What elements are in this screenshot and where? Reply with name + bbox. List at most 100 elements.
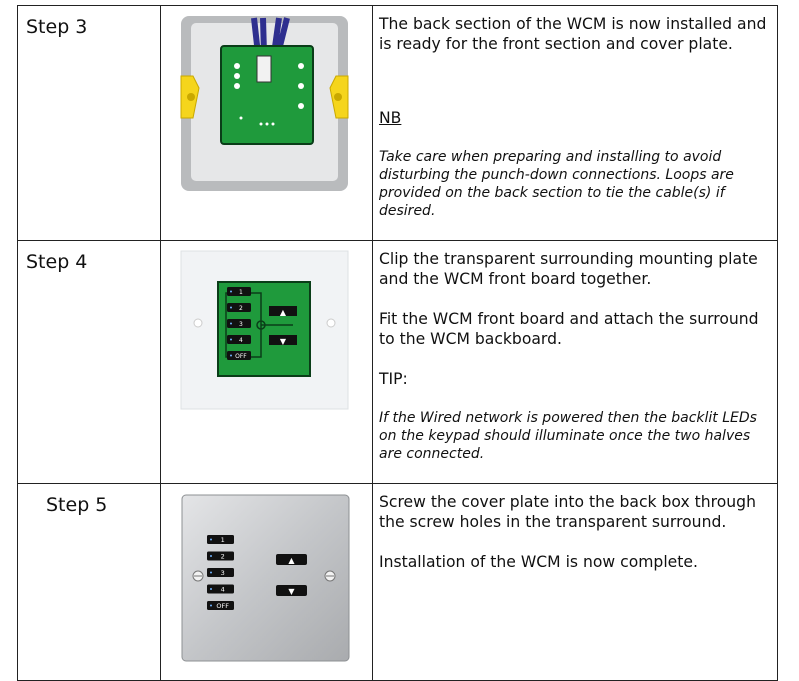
keypad-key: 1 — [227, 287, 251, 296]
step-4-label-cell: Step 4 — [17, 240, 161, 484]
keypad-key-label: 3 — [239, 321, 243, 328]
keypad-key-label: 4 — [239, 337, 243, 344]
pcb-pad — [259, 122, 263, 126]
arrow-up-icon: ▲ — [288, 556, 295, 565]
installation-steps-table: Step 3 — [17, 5, 778, 681]
step-instruction: Clip the transparent surrounding mountin… — [379, 250, 758, 288]
cover-down-key: ▼ — [276, 585, 307, 596]
cover-plate — [181, 494, 350, 662]
pcb-pad — [234, 73, 240, 79]
keypad-key: 1 — [207, 535, 234, 544]
pcb-pad — [271, 122, 275, 126]
front-down-key: ▼ — [269, 335, 297, 346]
arrow-up-icon: ▲ — [280, 308, 287, 317]
down-key-body — [269, 335, 297, 345]
keypad-key-body — [207, 535, 234, 544]
keypad-key: 3 — [207, 568, 234, 577]
step-instruction: Installation of the WCM is now complete. — [379, 553, 698, 571]
keypad-key-label: 4 — [221, 586, 225, 594]
keypad-key-body — [207, 601, 234, 610]
nb-heading: NB — [379, 109, 402, 127]
keypad-key-label: 1 — [221, 536, 225, 544]
keypad-key-label: 2 — [239, 305, 243, 312]
pcb-trace-node — [256, 320, 266, 330]
pcb-pad — [234, 63, 240, 69]
keypad-led — [210, 588, 212, 590]
keypad-led — [210, 538, 212, 541]
step-5-label-cell: Step 5 — [17, 483, 161, 681]
keypad-key-label: 3 — [221, 569, 225, 577]
step-3-row: Step 3 — [17, 5, 778, 241]
step-instruction: The back section of the WCM is now insta… — [379, 15, 767, 53]
keypad-key-label: OFF — [216, 602, 229, 610]
cover-up-key: ▲ — [276, 554, 307, 565]
step-label: Step 5 — [46, 494, 108, 516]
backboard-pcb — [220, 45, 314, 145]
keypad-key-body — [227, 351, 251, 360]
surround-screw-hole — [193, 318, 203, 328]
punch-down-terminal — [256, 55, 272, 83]
front-board-pcb — [217, 281, 311, 377]
front-up-key: ▲ — [269, 306, 297, 317]
left-bracket-screw — [187, 93, 195, 101]
pcb-pad — [265, 122, 269, 126]
keypad-key: 3 — [227, 319, 251, 328]
keypad-led — [230, 338, 232, 341]
keypad-key-label: 1 — [239, 289, 243, 296]
step-instruction: Fit the WCM front board and attach the s… — [379, 310, 759, 348]
keypad-led — [210, 571, 212, 574]
nb-note: Take care when preparing and installing … — [379, 149, 734, 219]
keypad-key: OFF — [207, 601, 234, 610]
step-5-description-cell: Screw the cover plate into the back box … — [372, 483, 778, 681]
tip-note: If the Wired network is powered then the… — [379, 410, 757, 462]
pcb-pad — [298, 83, 304, 89]
up-key-body — [276, 554, 307, 565]
pcb-pad — [298, 103, 304, 109]
keypad-key-body — [227, 335, 251, 344]
keypad-key-body — [227, 319, 251, 328]
keypad-key: OFF — [227, 351, 251, 360]
step-instruction: Screw the cover plate into the back box … — [379, 493, 756, 531]
keypad-led — [230, 322, 232, 325]
keypad-key: 4 — [207, 584, 234, 594]
keypad-led — [210, 604, 212, 607]
right-bracket-screw — [334, 93, 342, 101]
keypad-led — [210, 555, 212, 557]
keypad-key-body — [207, 584, 234, 594]
wcm-back-section-illustration — [180, 16, 349, 191]
pcb-pad — [234, 83, 240, 89]
up-key-body — [269, 306, 297, 316]
tip-heading: TIP: — [379, 370, 408, 388]
keypad-key: 4 — [227, 335, 251, 344]
keypad-led — [230, 306, 232, 309]
step-label: Step 4 — [26, 251, 88, 273]
step-3-description-cell: The back section of the WCM is now insta… — [372, 5, 778, 241]
keypad-key-label: OFF — [235, 353, 247, 360]
keypad-key-body — [227, 287, 251, 296]
keypad-key: 2 — [207, 551, 234, 561]
arrow-down-icon: ▼ — [280, 337, 287, 346]
step-4-description-cell: Clip the transparent surrounding mountin… — [372, 240, 778, 484]
keypad-key: 2 — [227, 303, 251, 312]
keypad-key-label: 2 — [221, 553, 225, 561]
step-3-label-cell: Step 3 — [17, 5, 161, 241]
pcb-pad — [298, 63, 304, 69]
keypad-led — [230, 290, 232, 293]
down-key-body — [276, 585, 307, 596]
cable-loops — [251, 17, 290, 55]
keypad-key-body — [207, 551, 234, 561]
pcb-pad — [239, 116, 243, 120]
surround-screw-hole — [326, 318, 336, 328]
step-3-image-cell — [160, 5, 373, 241]
keypad-key-body — [227, 303, 251, 312]
keypad-key-body — [207, 568, 234, 577]
keypad-led — [230, 354, 232, 357]
step-label: Step 3 — [26, 16, 88, 38]
